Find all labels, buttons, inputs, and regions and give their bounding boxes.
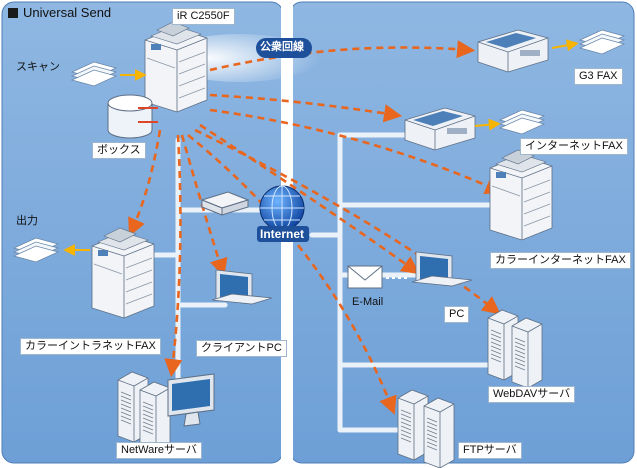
public-line-badge <box>256 38 312 58</box>
arrow-color-ifax <box>209 108 504 194</box>
device-name-label: iR C2550F <box>172 8 235 25</box>
arrow-ftp <box>187 133 397 415</box>
g3-output-arrow <box>551 39 579 52</box>
email-envelope-icon <box>347 265 383 289</box>
title-square-icon <box>8 8 18 18</box>
internet-label-bg <box>257 226 309 242</box>
ifax-output-arrow <box>474 118 501 131</box>
diagram-title: Universal Send <box>8 5 111 20</box>
title-text: Universal Send <box>23 5 112 20</box>
color-intranet-fax-label: カラーイントラネットFAX <box>20 338 161 355</box>
ftp-server-icon <box>397 389 429 461</box>
network-hub-icon <box>200 191 250 216</box>
arrow-webdav <box>194 128 501 315</box>
arrow-intranet-fax <box>128 129 162 237</box>
color-ifax-copier-icon <box>489 149 553 241</box>
color-internet-fax-label: カラーインターネットFAX <box>490 252 631 269</box>
intranet-fax-copier-icon <box>91 227 155 319</box>
scan-label: スキャン <box>16 61 60 73</box>
main-copier-icon <box>144 21 208 113</box>
arrow-pc <box>199 123 420 275</box>
internet-label: Internet <box>260 227 305 241</box>
netware-monitor-icon <box>167 373 215 427</box>
pc-label: PC <box>444 306 470 323</box>
internet-fax-label: インターネットFAX <box>520 138 628 155</box>
webdav-server-icon-2 <box>511 317 543 389</box>
client-pc-label: クライアントPC <box>196 340 287 357</box>
arrow-netware <box>164 134 183 378</box>
arrow-client-pc <box>180 134 228 277</box>
internet-globe-icon <box>259 185 305 231</box>
box-label: ボックス <box>92 142 146 159</box>
ftp-label: FTPサーバ <box>458 442 522 459</box>
output-label: 出力 <box>16 215 38 227</box>
box-arrows <box>138 107 158 123</box>
public-line-label: 公衆回線 <box>260 41 304 53</box>
email-label: E-Mail <box>352 296 384 308</box>
send-arrows <box>128 40 504 415</box>
g3-fax-label: G3 FAX <box>574 68 623 85</box>
webdav-label: WebDAVサーバ <box>488 386 576 403</box>
ftp-server-icon-2 <box>423 397 455 468</box>
box-storage-icon <box>107 94 153 139</box>
netware-label: NetWareサーバ <box>116 442 202 459</box>
